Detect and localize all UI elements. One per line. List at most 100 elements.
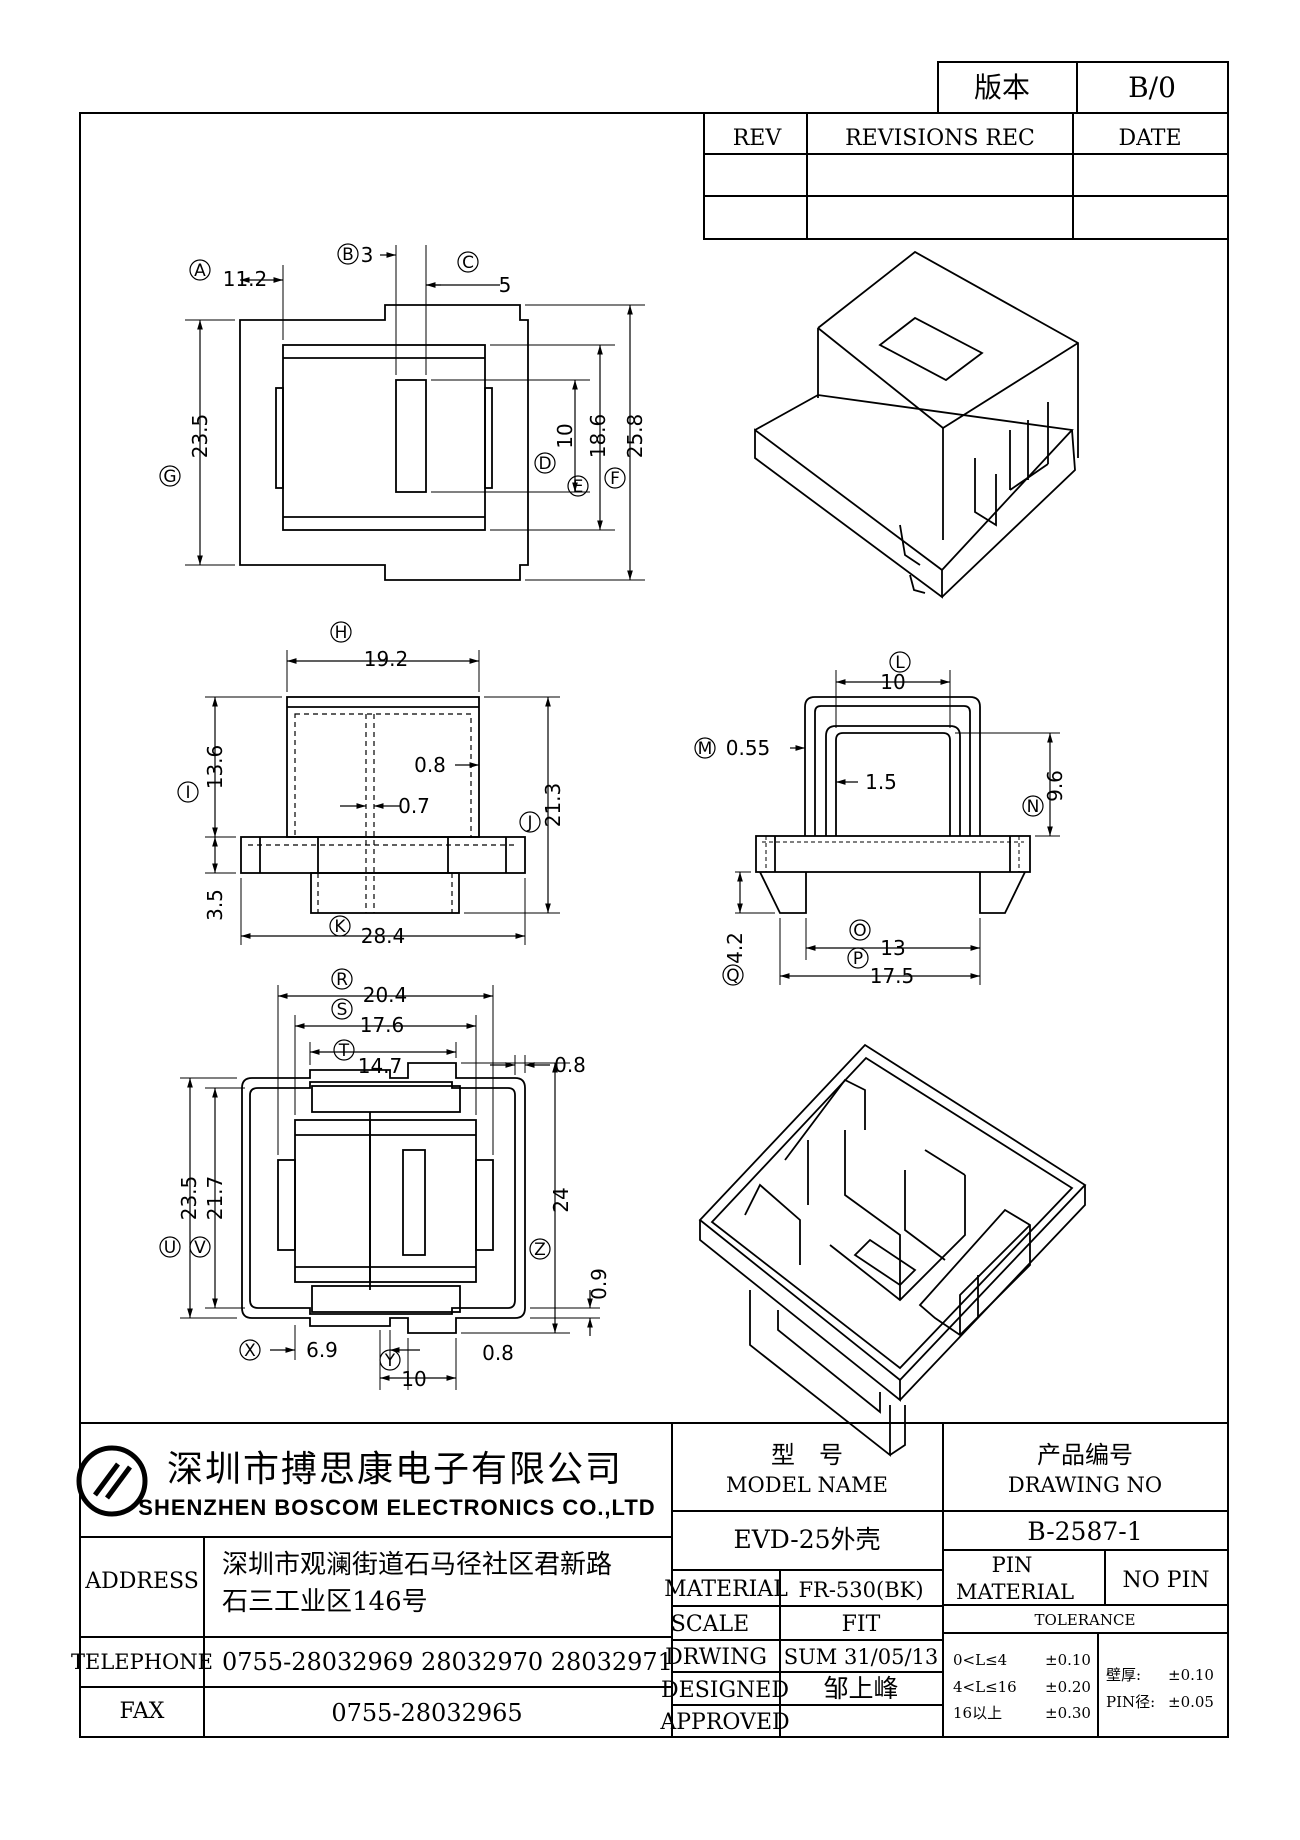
version-label: 版本 [974,71,1030,104]
scale-label: SCALE [671,1612,749,1637]
tolerance-title: TOLERANCE [1035,1611,1136,1629]
tolerance-range-3: 16以上 [953,1704,1002,1722]
side-view [694,651,1060,986]
isometric-view-bottom [698,1043,1087,1457]
drwing-value: SUM 31/05/13 [784,1645,939,1669]
dim-gap: 0.9 [587,1268,611,1300]
address-line1: 深圳市观澜街道石马径社区君新路 [222,1550,612,1580]
version-value: B/0 [1128,71,1176,104]
company-name-cn: 深圳市搏思康电子有限公司 [167,1449,623,1490]
dim-S: 17.6 [360,1013,405,1037]
dim-U: 23.5 [177,1176,201,1221]
dim-P: 17.5 [870,964,915,988]
dim-C: 5 [499,273,512,297]
model-label-en: MODEL NAME [726,1473,888,1497]
front-view [177,621,560,945]
dim-wall-bottom: 0.8 [482,1341,514,1365]
label-D: D [538,454,551,474]
dim-Y: 10 [401,1367,426,1391]
dim-wall-0-8: 0.8 [414,753,446,777]
dim-G: 23.5 [188,414,212,459]
pin-material-value: NO PIN [1122,1568,1209,1593]
drawing-border [79,112,1229,1738]
rev-header: REV [733,126,783,151]
pin-diameter-value: ±0.05 [1168,1693,1214,1711]
top-view [159,243,645,581]
label-E: E [573,477,584,497]
dim-Q: 4.2 [723,932,747,964]
company-name-en: SHENZHEN BOSCOM ELECTRONICS CO.,LTD [138,1495,655,1520]
dim-V: 21.7 [203,1176,227,1221]
company-logo [76,1445,148,1517]
label-T: T [338,1041,350,1061]
label-V: V [194,1238,206,1258]
dim-K: 28.4 [361,924,406,948]
address-label: ADDRESS [84,1569,199,1594]
label-A: A [194,261,206,281]
fax-label: FAX [120,1699,165,1724]
label-O: O [853,921,866,941]
tolerance-range-1: 0<L≤4 [953,1651,1007,1669]
drawing-no-label-cn: 产品编号 [1037,1441,1133,1469]
dim-F: 25.8 [623,414,647,459]
dim-N: 9.6 [1043,770,1067,802]
designed-label: DESIGNED [661,1678,789,1703]
label-G: G [163,467,176,487]
dim-L: 10 [880,670,905,694]
dim-I: 13.6 [203,745,227,790]
tolerance-value-2: ±0.20 [1045,1678,1091,1696]
dim-E: 18.6 [586,414,610,459]
label-Z: Z [534,1240,546,1260]
frame [79,61,1229,1738]
label-J: J [526,813,532,833]
fax-value: 0755-28032965 [331,1699,522,1727]
dim-O: 13 [880,936,905,960]
pin-diameter-label: PIN径: [1106,1693,1155,1711]
tolerance-range-2: 4<L≤16 [953,1678,1017,1696]
model-value: EVD-25外壳 [733,1525,880,1554]
approved-label: APPROVED [659,1710,789,1735]
label-L: L [895,653,905,673]
label-B: B [342,245,354,265]
label-C: C [462,253,474,273]
dim-A: 11.2 [223,267,268,291]
material-label: MATERIAL [664,1577,788,1602]
isometric-view-top [754,250,1079,599]
label-M: M [698,739,713,759]
dim-slot: 1.5 [865,770,897,794]
telephone-label: TELEPHONE [71,1650,213,1674]
label-P: P [853,949,863,969]
dim-J: 21.3 [541,783,565,828]
telephone-value: 0755-28032969 28032970 28032971 [222,1648,673,1676]
label-R: R [336,970,348,990]
tolerance-value-3: ±0.30 [1045,1704,1091,1722]
wall-thickness-label: 壁厚: [1106,1666,1141,1684]
revision-table [703,112,1229,240]
dim-wall-top: 0.8 [554,1053,586,1077]
revisions-rec-header: REVISIONS REC [845,126,1035,151]
label-N: N [1027,797,1040,817]
label-S: S [337,1000,348,1020]
label-U: U [164,1238,176,1258]
label-H: H [335,623,348,643]
dim-wall-0-7: 0.7 [398,794,430,818]
pin-label: PIN [992,1553,1033,1577]
bottom-view [159,968,600,1390]
date-header: DATE [1118,126,1181,151]
dim-B: 3 [361,243,374,267]
label-X: X [244,1341,256,1361]
dim-X: 6.9 [306,1338,338,1362]
dim-Z: 24 [549,1187,573,1212]
drawing-no-label-en: DRAWING NO [1008,1473,1162,1497]
scale-value: FIT [842,1612,881,1637]
dim-T: 14.7 [358,1054,403,1078]
dim-R: 20.4 [363,983,408,1007]
drawing-no-value: B-2587-1 [1027,1517,1142,1546]
material-value: FR-530(BK) [798,1578,923,1602]
title-block [80,1422,1228,1737]
label-F: F [610,469,620,489]
pin-material-label: MATERIAL [956,1580,1074,1604]
designed-value: 邹上峰 [823,1674,898,1703]
label-I: I [185,783,190,803]
label-K: K [334,917,346,937]
